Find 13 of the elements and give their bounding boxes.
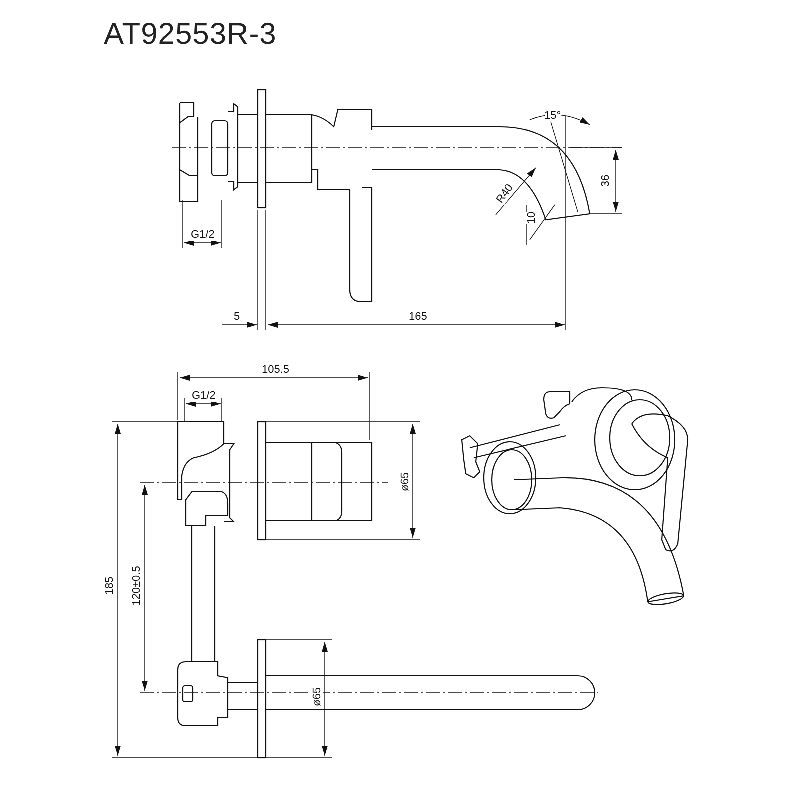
dimension-label: 165	[409, 311, 428, 323]
dimension-label: 36	[600, 174, 612, 188]
dimension-label: ø65	[310, 688, 323, 706]
dimension-label: ø65	[398, 472, 411, 492]
dimension-label: G1/2	[191, 229, 215, 241]
dimension-label: 120±0.5	[130, 566, 143, 606]
dimension-label: 105.5	[262, 364, 290, 376]
drawing-title: AT92553R-3	[104, 18, 277, 52]
dimension-label: 10	[526, 212, 538, 224]
dimension-label: 15°	[544, 110, 562, 122]
dimension-label: 5	[234, 311, 240, 323]
dimension-label: 185	[104, 576, 116, 596]
dimension-label: G1/2	[192, 390, 216, 402]
